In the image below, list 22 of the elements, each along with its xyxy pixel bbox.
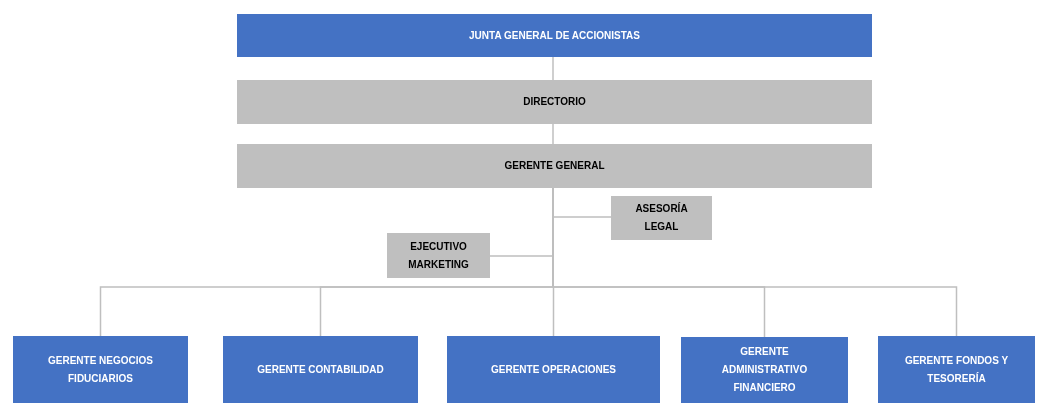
box-label: ASESORÍA LEGAL: [634, 201, 689, 234]
box-label: DIRECTORIO: [523, 95, 586, 109]
box-label: GERENTE ADMINISTRATIVO FINANCIERO: [720, 345, 809, 395]
org-box: [387, 233, 490, 278]
box-label: GERENTE CONTABILIDAD: [257, 362, 384, 377]
connector-line: [552, 123, 554, 145]
org-box: [237, 80, 872, 124]
connector-line: [552, 56, 554, 81]
box-label: GERENTE GENERAL: [504, 159, 605, 173]
box-label: GERENTE FONDOS Y TESORERÍA: [903, 353, 1010, 386]
box-label: EJECUTIVO MARKETING: [408, 239, 469, 272]
org-box: [681, 337, 848, 403]
org-box: [878, 336, 1035, 403]
org-box: [13, 336, 188, 403]
org-box: [237, 144, 872, 188]
box-label: GERENTE NEGOCIOS FIDUCIARIOS: [47, 353, 154, 386]
box-label: GERENTE OPERACIONES: [491, 362, 616, 377]
org-box: [611, 196, 712, 240]
box-label: JUNTA GENERAL DE ACCIONISTAS: [469, 28, 640, 43]
org-box: [223, 336, 418, 403]
org-box: [237, 14, 872, 57]
org-box: [447, 336, 660, 403]
